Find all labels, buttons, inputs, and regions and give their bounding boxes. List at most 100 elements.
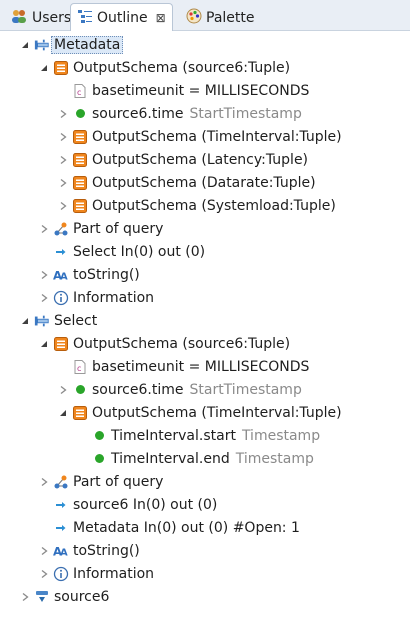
info-icon	[53, 290, 69, 306]
schema-icon	[53, 60, 69, 76]
collapsed-twisty-icon[interactable]	[18, 590, 32, 604]
tree-item[interactable]: Information	[0, 286, 410, 309]
constant-icon: c	[72, 83, 88, 99]
no-twisty	[56, 360, 70, 374]
tree-item-label: Select In(0) out (0)	[73, 243, 206, 260]
info-icon	[53, 566, 69, 582]
expanded-twisty-icon[interactable]	[56, 406, 70, 420]
tree-item[interactable]: Metadata In(0) out (0) #Open: 1	[0, 516, 410, 539]
tree-item[interactable]: Information	[0, 562, 410, 585]
tree-item-label: TimeInterval.start	[111, 427, 236, 444]
expanded-twisty-icon[interactable]	[18, 38, 32, 52]
tree-item-label: toString()	[73, 266, 140, 283]
tree-item-label: Select	[54, 312, 98, 329]
tree-item-label: source6	[54, 588, 110, 605]
collapsed-twisty-icon[interactable]	[56, 107, 70, 121]
tree-item[interactable]: OutputSchema (Datarate:Tuple)	[0, 171, 410, 194]
no-twisty	[37, 498, 51, 512]
collapsed-twisty-icon[interactable]	[56, 176, 70, 190]
collapsed-twisty-icon[interactable]	[37, 291, 51, 305]
tree-item[interactable]: TimeInterval.start Timestamp	[0, 424, 410, 447]
tree-item[interactable]: OutputSchema (source6:Tuple)	[0, 56, 410, 79]
svg-text:A: A	[53, 268, 62, 282]
tree-item[interactable]: Select	[0, 309, 410, 332]
tree-item-label: Part of query	[73, 473, 164, 490]
tree-item-label: OutputSchema (TimeInterval:Tuple)	[92, 128, 342, 145]
tree-item-label: basetimeunit = MILLISECONDS	[92, 358, 310, 375]
tree-item[interactable]: source6.time StartTimestamp	[0, 102, 410, 125]
collapsed-twisty-icon[interactable]	[56, 153, 70, 167]
tree-item-label: OutputSchema (TimeInterval:Tuple)	[92, 404, 342, 421]
collapsed-twisty-icon[interactable]	[37, 222, 51, 236]
expanded-twisty-icon[interactable]	[37, 61, 51, 75]
tree-item-label: TimeInterval.end	[111, 450, 230, 467]
collapsed-twisty-icon[interactable]	[56, 199, 70, 213]
tab-palette[interactable]: Palette	[180, 4, 261, 31]
collapsed-twisty-icon[interactable]	[56, 383, 70, 397]
collapsed-twisty-icon[interactable]	[37, 567, 51, 581]
constant-icon: c	[72, 359, 88, 375]
tree-item-label: OutputSchema (Systemload:Tuple)	[92, 197, 336, 214]
expanded-twisty-icon[interactable]	[37, 337, 51, 351]
tree-item-type: Timestamp	[241, 427, 321, 444]
schema-icon	[72, 152, 88, 168]
tree-item-label: source6.time	[92, 105, 184, 122]
schema-icon	[53, 336, 69, 352]
tab-palette-label: Palette	[206, 9, 255, 26]
source-icon	[34, 589, 50, 605]
tree-item-label: OutputSchema (source6:Tuple)	[73, 59, 291, 76]
collapsed-twisty-icon[interactable]	[56, 130, 70, 144]
tree-item[interactable]: OutputSchema (TimeInterval:Tuple)	[0, 125, 410, 148]
query-graph-icon	[53, 474, 69, 490]
collapsed-twisty-icon[interactable]	[37, 475, 51, 489]
tree-item-label: Information	[73, 565, 155, 582]
tab-outline[interactable]: Outline ⊠	[70, 3, 173, 31]
tree-item[interactable]: OutputSchema (TimeInterval:Tuple)	[0, 401, 410, 424]
tree-item-label: Metadata In(0) out (0) #Open: 1	[73, 519, 300, 536]
attribute-dot-icon	[91, 428, 107, 444]
svg-text:A: A	[60, 271, 68, 282]
expanded-twisty-icon[interactable]	[18, 314, 32, 328]
schema-icon	[72, 405, 88, 421]
tree-item[interactable]: OutputSchema (source6:Tuple)	[0, 332, 410, 355]
tree-item[interactable]: Select In(0) out (0)	[0, 240, 410, 263]
arrow-right-icon	[53, 497, 69, 513]
schema-icon	[72, 175, 88, 191]
query-graph-icon	[53, 221, 69, 237]
no-twisty	[37, 245, 51, 259]
tree-item-label: OutputSchema (source6:Tuple)	[73, 335, 291, 352]
tree-item-label: basetimeunit = MILLISECONDS	[92, 82, 310, 99]
tab-outline-label: Outline	[97, 9, 148, 26]
tree-item[interactable]: source6	[0, 585, 410, 608]
tree-item[interactable]: source6 In(0) out (0)	[0, 493, 410, 516]
arrow-right-icon	[53, 244, 69, 260]
tree-item[interactable]: Part of query	[0, 470, 410, 493]
tree-item[interactable]: Part of query	[0, 217, 410, 240]
attribute-dot-icon	[91, 451, 107, 467]
close-icon[interactable]: ⊠	[155, 10, 166, 25]
operator-icon	[34, 37, 50, 53]
collapsed-twisty-icon[interactable]	[37, 268, 51, 282]
tree-item-label: source6.time	[92, 381, 184, 398]
svg-text:A: A	[60, 547, 68, 558]
collapsed-twisty-icon[interactable]	[37, 544, 51, 558]
tree-item[interactable]: Metadata	[0, 33, 410, 56]
tree-item-label: source6 In(0) out (0)	[73, 496, 218, 513]
arrow-right-icon	[53, 520, 69, 536]
svg-text:c: c	[77, 364, 81, 373]
attribute-dot-icon	[72, 106, 88, 122]
tree-item[interactable]: c basetimeunit = MILLISECONDS	[0, 355, 410, 378]
tab-users[interactable]: Users	[4, 4, 77, 31]
tree-item[interactable]: OutputSchema (Systemload:Tuple)	[0, 194, 410, 217]
tree-item[interactable]: OutputSchema (Latency:Tuple)	[0, 148, 410, 171]
tree-item-label: Information	[73, 289, 155, 306]
no-twisty	[75, 452, 89, 466]
tree-item-type: StartTimestamp	[189, 105, 302, 122]
